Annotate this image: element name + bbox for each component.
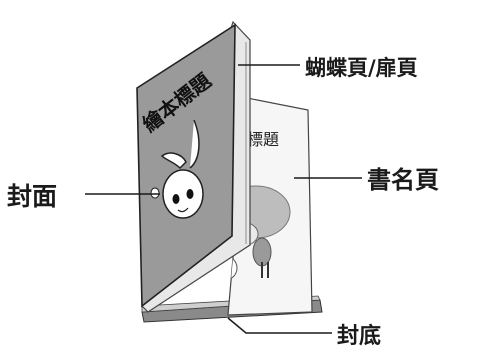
back-cover-label: 封底 [337, 324, 382, 349]
back-cover-leader-line [227, 317, 332, 334]
front-cover [136, 23, 236, 308]
front-cover-label: 封面 [7, 182, 58, 211]
cover-rabbit-illustration [150, 119, 204, 219]
title-page-heading: 標題 [247, 130, 279, 149]
endpaper-label: 蝴蝶頁/扉頁 [305, 56, 418, 80]
title-page-label: 書名頁 [367, 166, 439, 194]
